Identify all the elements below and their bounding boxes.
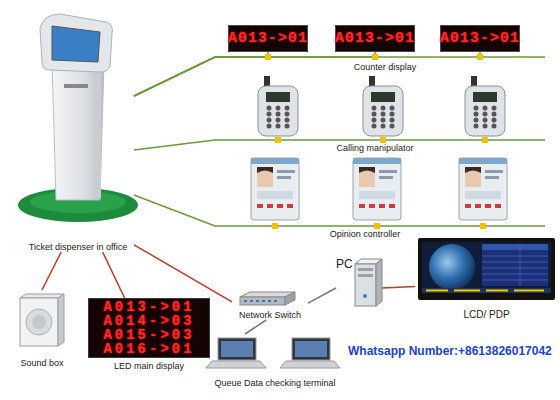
pc: PC [336, 258, 382, 308]
device-caption: Network Switch [239, 310, 301, 320]
lcd-display: LCD/ PDP [415, 236, 558, 320]
bus-lines [134, 57, 545, 226]
led-text: A016->01 [103, 342, 194, 356]
opinion-controller [353, 158, 401, 220]
device-caption: Sound box [20, 358, 63, 368]
connector [382, 286, 415, 288]
connector [245, 320, 266, 334]
sound-box-symbol [20, 294, 64, 346]
connector [308, 288, 336, 303]
device-caption: LED main display [114, 361, 184, 371]
lcd-screen-symbol [418, 238, 555, 300]
led-text: A013->01 [103, 300, 194, 314]
queue-terminal: Queue Data checking terminal [200, 334, 350, 388]
bus-label: Counter display [325, 62, 445, 72]
device-caption: PC [336, 258, 353, 272]
counter-bus-tail [480, 56, 545, 58]
led-panel: A013->01 [229, 26, 307, 51]
opinion-controller [251, 158, 299, 220]
connector [134, 245, 232, 302]
calling-manipulator [258, 76, 298, 136]
connector [42, 252, 61, 290]
calling-manipulator [363, 76, 403, 136]
device-caption: LCD/ PDP [463, 309, 509, 321]
device-caption: Ticket dispenser in office [29, 242, 128, 252]
led-panel: A013->01 [441, 26, 519, 51]
pc-tower-symbol [355, 259, 382, 306]
ticket-kiosk [18, 14, 138, 222]
sound-box: Sound box [8, 290, 76, 368]
led-panel: A013->01A014->03A015->03A016->01 [88, 298, 210, 358]
counter-display: A013->01 [228, 25, 308, 52]
network-switch: Network Switch [232, 292, 308, 320]
counter-display: A013->01 [335, 25, 415, 52]
led-text: A015->03 [103, 328, 194, 342]
ticket-dispenser: Ticket dispenser in office [22, 12, 134, 252]
counter-display: A013->01 [440, 25, 520, 52]
led-text: A013->01 [440, 30, 520, 47]
opinion-controller [459, 158, 507, 220]
network-switch-symbol [240, 292, 295, 305]
led-text: A013->01 [228, 30, 308, 47]
contact-note: Whatsapp Number:+8613826017042 [348, 345, 558, 359]
calling-manipulator [465, 76, 505, 136]
led-panel: A013->01 [336, 26, 414, 51]
bus-label: Calling manipulator [315, 143, 435, 153]
led-text: A014->03 [103, 314, 194, 328]
connector [134, 52, 375, 96]
connector [134, 52, 480, 96]
device-caption: Queue Data checking terminal [214, 378, 335, 388]
laptop-symbols [206, 338, 340, 368]
led-main-display: A013->01A014->03A015->03A016->01LED main… [88, 298, 210, 376]
connector [103, 252, 125, 298]
led-text: A013->01 [335, 30, 415, 47]
bus-label: Opinion controller [305, 229, 425, 239]
connector [134, 52, 268, 96]
